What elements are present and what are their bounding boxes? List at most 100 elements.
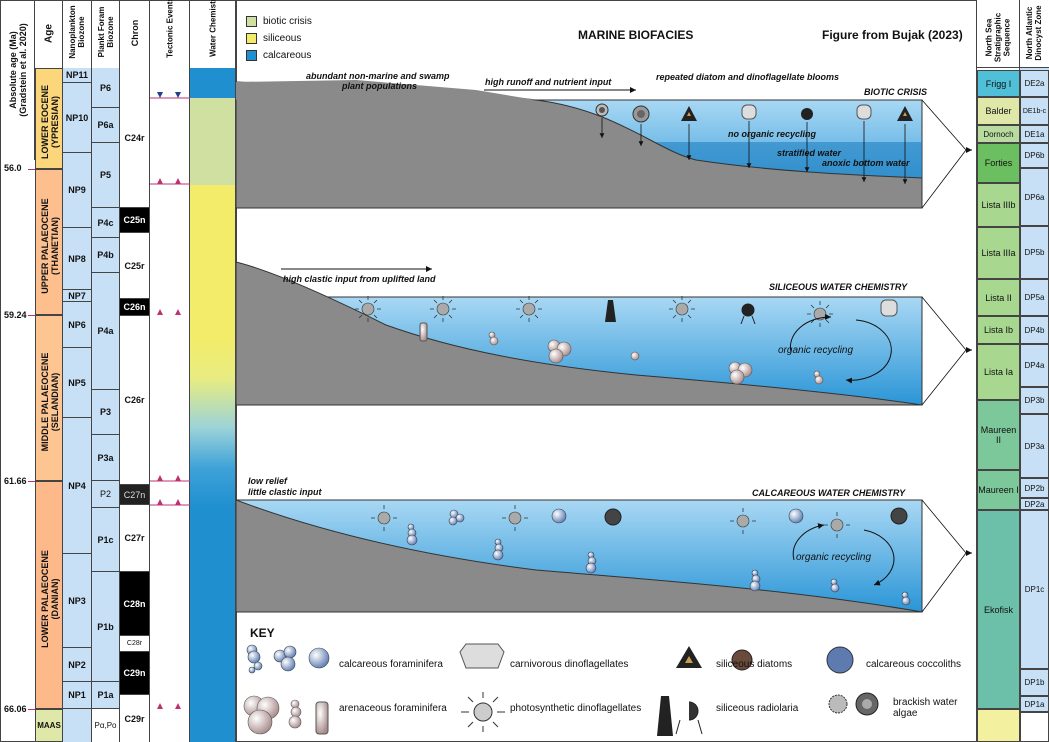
dc-dp4a: DP4a: [1020, 344, 1049, 387]
ns-dornoch: Dornoch: [977, 125, 1020, 143]
dc-dp6a: DP6a: [1020, 168, 1049, 226]
key-item-calcareous-coccoliths: calcareous coccoliths: [866, 659, 962, 670]
absolute-age-source: (Gradstein et al. 2020): [18, 23, 28, 117]
panel-siliceous: [236, 261, 972, 406]
chron-c28n: C28n: [120, 572, 150, 636]
ns-lista-iiib: Lista IIIb: [977, 183, 1020, 227]
north-sea-header: North Sea Stratigraphic Sequence: [977, 0, 1020, 68]
foram-p2: P2: [92, 481, 120, 508]
ns-frigg-i: Frigg I: [977, 70, 1020, 97]
ns-lista-ii: Lista II: [977, 279, 1020, 316]
age-maas: MAAS: [35, 709, 63, 742]
dc-dp2a: DP2a: [1020, 498, 1049, 510]
chron-c29r: C29r: [120, 695, 150, 742]
dc-dp6b: DP6b: [1020, 143, 1049, 168]
foram-p4a: P4a: [92, 273, 120, 390]
nanno-np3: NP3: [63, 554, 92, 648]
key-item-photosynthetic-dinoflagellates: photosynthetic dinoflagellates: [510, 703, 642, 714]
legend-swatch: [246, 15, 257, 27]
tectonic-header-label: Tectonic Events: [165, 0, 175, 58]
chron-c28r: C28r: [120, 636, 150, 652]
foram-p1a: P1a: [92, 682, 120, 709]
tectonic-header: Tectonic Events: [150, 0, 190, 68]
age-middle-palaeocene: MIDDLE PALAEOCENE(SELANDIAN): [35, 315, 63, 481]
foram-p6: P6: [92, 68, 120, 108]
absolute-age-label: Absolute age (Ma): [8, 31, 18, 109]
chron-header: Chron: [120, 0, 150, 68]
foram-p1c: P1c: [92, 508, 120, 572]
panel2-title: SILICEOUS WATER CHEMISTRY: [769, 282, 908, 292]
legend-swatch: [246, 49, 257, 61]
nanno-header-label: Nanoplankton Biozone: [68, 5, 86, 59]
ns-maas: [977, 709, 1020, 742]
nanno-np9: NP9: [63, 153, 92, 228]
ns-maureen-i: Maureen I: [977, 470, 1020, 510]
panel-calcareous: [236, 499, 972, 613]
panel1-note1: abundant non-marine and swamp: [306, 71, 450, 81]
dc-dp3b: DP3b: [1020, 387, 1049, 414]
panel1-label1: no organic recycling: [728, 129, 817, 139]
chron-c29n: C29n: [120, 652, 150, 695]
chron-c27r: C27r: [120, 505, 150, 572]
key-item-calcareous-foraminifera: calcareous foraminifera: [339, 659, 443, 670]
dc-dp2b: DP2b: [1020, 478, 1049, 498]
foram-p4c: P4c: [92, 208, 120, 238]
key-item-brackish-water-algae: brackish water algae: [893, 697, 958, 719]
nanno-np7: NP7: [63, 290, 92, 302]
ns-lista-ib: Lista Ib: [977, 316, 1020, 344]
key-item-siliceous-radiolaria: siliceous radiolaria: [716, 703, 799, 714]
nanno-np6: NP6: [63, 302, 92, 348]
tectonic-column: [150, 68, 190, 742]
ns-lista-ia: Lista Ia: [977, 344, 1020, 400]
tectonic-event-markers: [150, 92, 190, 709]
key-icons: [243, 643, 879, 736]
panel1-title: BIOTIC CRISIS: [864, 87, 928, 97]
age-tick-61: 61.66: [4, 476, 27, 486]
nanno-np4: NP4: [63, 418, 92, 554]
age-upper-palaeocene: UPPER PALAEOCENE(THANETIAN): [35, 169, 63, 315]
chron-c26n: C26n: [120, 299, 150, 316]
age-lower-eocene: LOWER EOCENE(YPRESIAN): [35, 68, 63, 169]
key-item-siliceous-diatoms: siliceous diatoms: [716, 659, 793, 670]
age-tick-59: 59.24: [4, 310, 27, 320]
dinocyst-column: [1020, 68, 1049, 742]
nanno-np5: NP5: [63, 348, 92, 418]
nanno-np10: NP10: [63, 83, 92, 153]
nanno-np2: NP2: [63, 648, 92, 682]
legend-item-siliceous: siliceous: [246, 31, 312, 45]
foram-header-label: Plankt Foram Biozone: [97, 6, 115, 58]
chron-c25r: C25r: [120, 233, 150, 299]
water-chemistry-bar: [190, 68, 236, 742]
foram-column: [92, 68, 120, 742]
dc-dp3a: DP3a: [1020, 414, 1049, 478]
foram-p3a: P3a: [92, 435, 120, 481]
chron-c25n: C25n: [120, 208, 150, 233]
dc-de1a: DE1a: [1020, 125, 1049, 143]
ns-ekofisk: Ekofisk: [977, 510, 1020, 709]
panel1-note4: repeated diatom and dinoflagellate bloom…: [656, 72, 840, 82]
main-title: MARINE BIOFACIES: [578, 28, 694, 42]
foram-p3: P3: [92, 390, 120, 435]
nanno-header: Nanoplankton Biozone: [63, 0, 92, 68]
age-tick-66: 66.06: [4, 704, 27, 714]
chron-header-label: Chron: [130, 19, 140, 47]
foram-p4b: P4b: [92, 238, 120, 273]
figure-credit: Figure from Bujak (2023): [822, 28, 963, 42]
panel3-label1: organic recycling: [796, 552, 872, 563]
panel-biotic-crisis: [236, 80, 972, 209]
dc-maas: [1020, 712, 1049, 742]
nanno-np8: NP8: [63, 228, 92, 290]
chron-c27n: C27n: [120, 485, 150, 505]
foram-header: Plankt Foram Biozone: [92, 0, 120, 68]
panel3-note2: little clastic input: [248, 487, 322, 497]
foram-palpha: Pα,Po: [92, 709, 120, 742]
age-tick-56: 56.0: [4, 163, 22, 173]
ns-maureen-ii: Maureen II: [977, 400, 1020, 470]
age-header: Age: [35, 0, 63, 68]
legend: biotic crisis siliceous calcareous: [246, 14, 312, 62]
panel3-title: CALCAREOUS WATER CHEMISTRY: [752, 488, 906, 498]
foram-p1b: P1b: [92, 572, 120, 682]
dc-de1b-c: DE1b-c: [1020, 97, 1049, 125]
absolute-age-header: Absolute age (Ma) (Gradstein et al. 2020…: [0, 0, 35, 160]
panel3-note1: low relief: [248, 476, 288, 486]
